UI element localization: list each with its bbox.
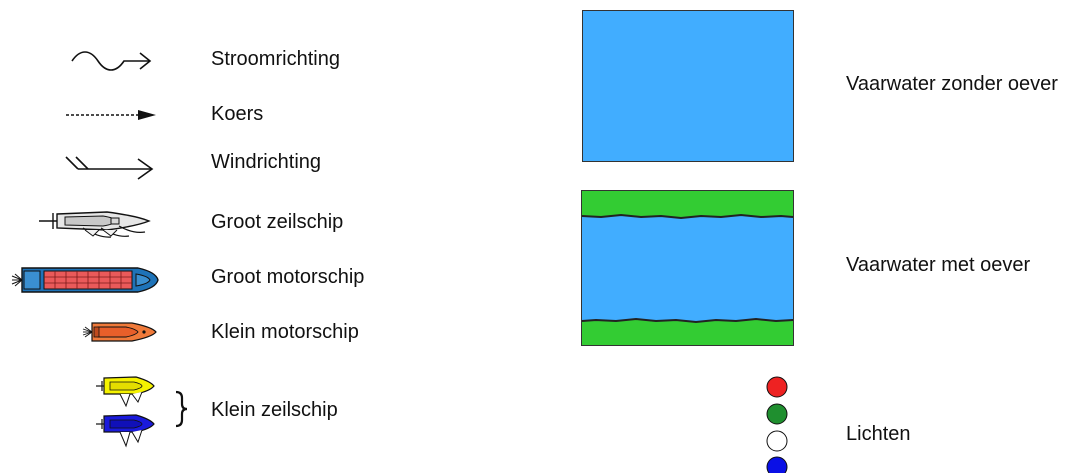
lights-icon bbox=[766, 376, 788, 473]
wind-direction-icon bbox=[65, 156, 154, 180]
light-blue bbox=[766, 456, 788, 473]
light-red bbox=[766, 376, 788, 398]
light-white bbox=[766, 430, 788, 452]
label-klein-motorschip: Klein motorschip bbox=[211, 321, 359, 343]
water-with-banks-swatch bbox=[581, 190, 794, 346]
label-vaarwater-met-oever: Vaarwater met oever bbox=[846, 254, 1031, 276]
label-koers: Koers bbox=[211, 103, 264, 125]
label-windrichting: Windrichting bbox=[211, 151, 322, 173]
label-klein-zeilschip: Klein zeilschip bbox=[211, 399, 338, 421]
small-sailboat-icon bbox=[96, 376, 188, 448]
course-arrow-icon bbox=[66, 110, 156, 120]
large-motor-ship-icon bbox=[11, 267, 159, 293]
open-water-swatch bbox=[582, 10, 794, 162]
label-vaarwater-zonder-oever: Vaarwater zonder oever bbox=[846, 73, 1058, 95]
label-groot-motorschip: Groot motorschip bbox=[211, 266, 365, 288]
current-direction-icon bbox=[71, 51, 152, 71]
label-groot-zeilschip: Groot zeilschip bbox=[211, 211, 344, 233]
label-lichten: Lichten bbox=[846, 423, 911, 445]
large-sailing-ship-icon bbox=[39, 211, 151, 238]
label-stroomrichting: Stroomrichting bbox=[211, 48, 340, 70]
small-motor-boat-icon bbox=[82, 322, 157, 342]
light-green bbox=[766, 403, 788, 425]
